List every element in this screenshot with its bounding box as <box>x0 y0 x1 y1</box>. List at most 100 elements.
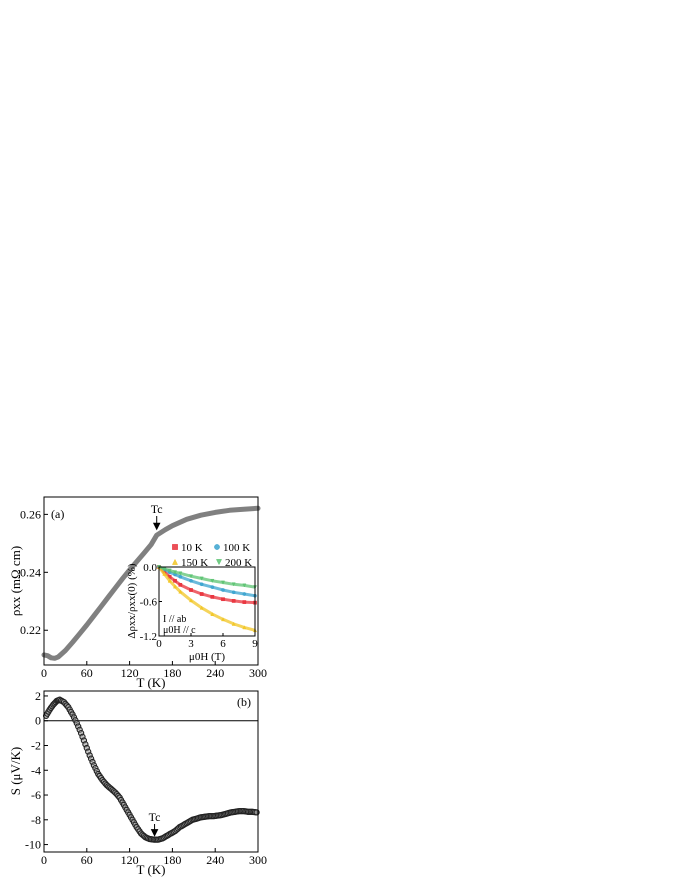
panel-b-y-tick-label: 0 <box>35 714 41 728</box>
legend-label-3: 200 K <box>225 557 252 569</box>
panel-b-y-tick-label: -6 <box>31 788 41 802</box>
inset-series-1-point <box>178 574 183 579</box>
inset-series-3-point <box>167 568 172 573</box>
inset-series-2-point <box>172 584 178 589</box>
inset-y-axis-label: Δρxx/ρxx(0) (%) <box>126 563 138 639</box>
panel-b-tc-arrow <box>150 824 159 837</box>
panel-b-y-tick-label: -4 <box>31 763 41 777</box>
inset-series-3-point <box>210 578 215 583</box>
panel-b-x-tick-label: 60 <box>81 853 93 867</box>
inset-series-2-point <box>188 598 194 603</box>
inset-note-field: μ0H // c <box>163 625 196 636</box>
inset-series-2-point <box>242 625 247 630</box>
panel-b-tc-label: Tc <box>149 810 161 824</box>
inset-x-axis-label: μ0H (T) <box>189 651 225 663</box>
panel-a-x-ticks: 0 60 120 180 240 300 <box>41 661 267 680</box>
inset-series-1-point <box>231 590 236 595</box>
panel-b-x-tick-label: 300 <box>249 853 267 867</box>
inset-series-3-point <box>188 574 194 579</box>
panel-b-y-tick-label: 2 <box>35 689 41 703</box>
panel-a-plot-area <box>41 505 261 661</box>
legend-label-1: 100 K <box>223 542 250 554</box>
inset-series-2-point <box>231 621 236 626</box>
panel-a-x-tick-label: 180 <box>163 666 181 680</box>
panel-a-y-ticks: 0.22 0.24 0.26 <box>20 507 48 637</box>
inset-x-tick-label: 3 <box>188 638 194 650</box>
panel-a-x-tick-label: 60 <box>81 666 93 680</box>
inset-series-2-point <box>162 571 167 576</box>
inset-series-3-point <box>199 576 204 581</box>
inset-series-3-point <box>178 571 183 576</box>
inset-series-1-point <box>221 588 225 592</box>
panel-b-x-tick-label: 0 <box>41 853 47 867</box>
inset-series-0-point <box>221 597 225 602</box>
inset-series-1-point <box>210 585 215 589</box>
panel-b-y-ticks: 2 0 -2 -4 -6 -8 -10 <box>25 689 48 852</box>
inset-series-0-point <box>231 599 236 603</box>
inset-series-1-point <box>199 582 204 587</box>
panel-a-x-axis-label: T (K) <box>136 675 165 690</box>
panel-a-series-0-line <box>41 505 261 661</box>
inset-series-2-point <box>178 589 183 594</box>
inset-series-0-point <box>199 592 204 596</box>
panel-b-label: (b) <box>237 695 251 709</box>
inset-y-ticks: 0.0-0.6-1.2 <box>140 562 162 643</box>
inset-series-2-point <box>199 605 204 610</box>
panel-a-y-tick-label: 0.22 <box>20 623 41 637</box>
panel-a-tc-annotation: Tc <box>151 502 163 531</box>
panel-b-x-tick-label: 120 <box>121 853 139 867</box>
inset-x-tick-label: 9 <box>252 638 258 650</box>
panel-b-y-tick-label: -2 <box>31 738 41 752</box>
legend-label-2: 150 K <box>181 557 208 569</box>
inset-series-2-point <box>210 611 215 616</box>
inset-y-tick-label: 0.0 <box>143 562 157 574</box>
legend-marker-0 <box>172 544 178 550</box>
inset-series-1-point <box>189 578 193 583</box>
inset-series-3-point <box>220 580 226 585</box>
inset-series-2-point <box>220 617 226 622</box>
inset-plot-area <box>156 564 258 633</box>
legend-label-0: 10 K <box>181 542 203 554</box>
panel-a-y-axis-label: ρxx (mΩ cm) <box>8 546 23 616</box>
inset-series-2-line <box>157 566 256 632</box>
panel-a-y-tick-label: 0.26 <box>20 507 41 521</box>
panel-a-tc-label: Tc <box>151 502 163 516</box>
inset-series-3-point <box>242 583 247 588</box>
panel-a-x-tick-label: 240 <box>206 666 224 680</box>
inset-series-3-point <box>172 570 178 575</box>
inset-series-0-point <box>178 582 183 587</box>
panel-b-x-tick-label: 180 <box>163 853 181 867</box>
panel-b-plot-area <box>42 696 260 843</box>
panel-b-x-axis-label: T (K) <box>136 862 165 877</box>
panel-b-frame <box>43 690 259 853</box>
panel-a-x-tick-label: 300 <box>249 666 267 680</box>
inset-x-tick-label: 6 <box>220 638 226 650</box>
panel-b-y-axis-label: S (μV/K) <box>8 747 23 796</box>
inset-note-current: I // ab <box>163 614 186 625</box>
inset-y-tick-label: -0.6 <box>140 597 158 609</box>
inset-series-3-point <box>231 582 236 587</box>
panel-a-y-tick-label: 0.24 <box>20 565 41 579</box>
panel-a-tc-arrow <box>152 516 161 531</box>
inset-series-0-point <box>173 578 177 583</box>
panel-a-x-tick-label: 0 <box>41 666 47 680</box>
panel-b-x-tick-label: 240 <box>206 853 224 867</box>
legend-marker-2 <box>171 558 179 565</box>
panel-b-y-tick-label: -8 <box>31 813 41 827</box>
legend-marker-1 <box>214 544 220 550</box>
inset-series-0-point <box>189 588 193 592</box>
inset-series-2-point <box>167 578 172 583</box>
panel-b-x-ticks: 0 60 120 180 240 300 <box>41 848 267 867</box>
panel-a-label: (a) <box>51 507 64 521</box>
inset-series-0-point <box>242 600 247 604</box>
panel-a-frame <box>43 496 259 666</box>
inset-x-tick-label: 0 <box>156 638 162 650</box>
inset-series-1-point <box>242 592 247 596</box>
panel-b-y-tick-label: -10 <box>25 838 41 852</box>
panel-a-x-tick-label: 120 <box>121 666 139 680</box>
inset-legend: 10 K 100 K 150 K 200 K <box>171 542 252 569</box>
